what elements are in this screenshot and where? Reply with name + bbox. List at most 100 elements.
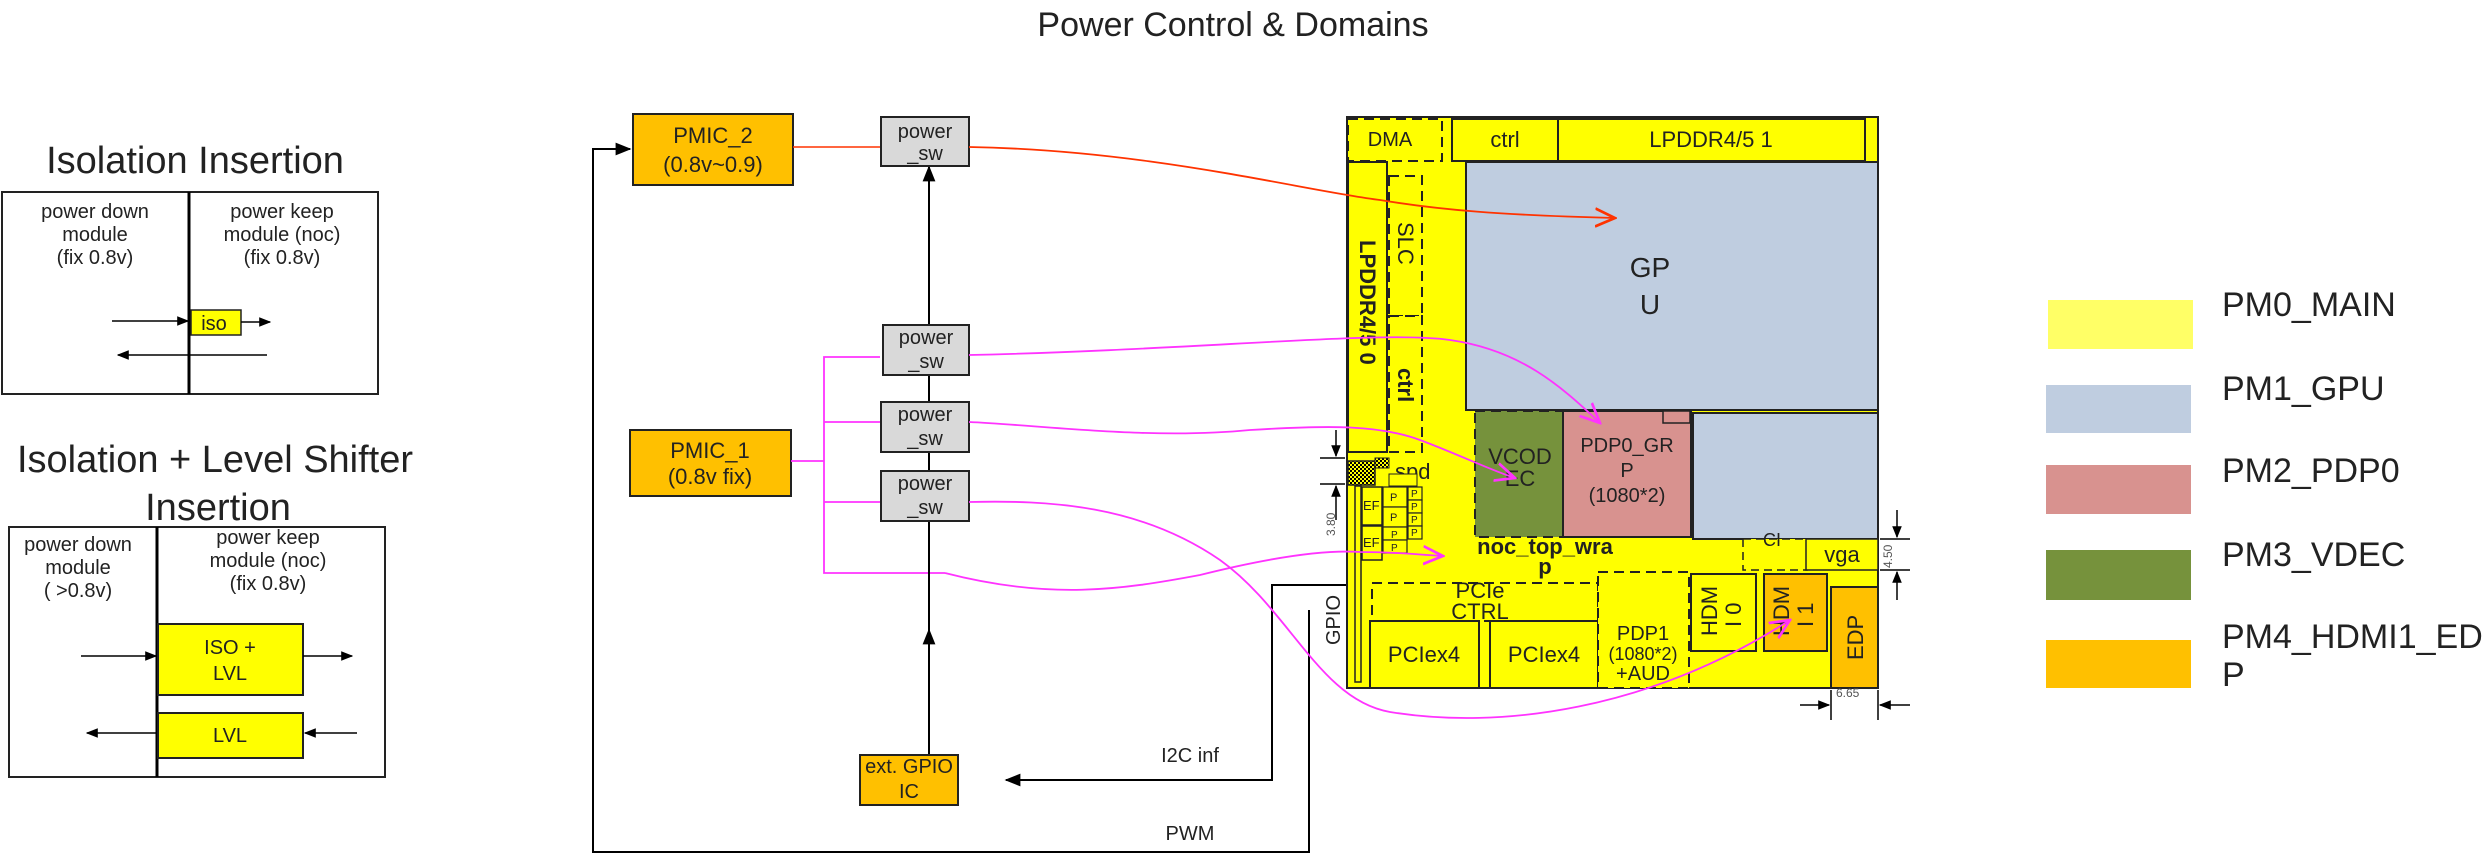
p-label: P — [1391, 543, 1398, 554]
vdec-block[interactable]: VCOD EC — [1474, 410, 1564, 538]
iso-level-shifter-panel: Isolation + Level Shifter Insertion powe… — [8, 439, 413, 778]
iso-lvl-title-1: Isolation + Level Shifter — [17, 439, 413, 481]
pciex4-label-2: PCIex4 — [1508, 642, 1580, 667]
pmic-2-block[interactable]: PMIC_2 (0.8v~0.9) — [632, 113, 794, 186]
ext-gpio-line-1: ext. GPIO — [865, 756, 953, 778]
hdmi1-block[interactable]: HDM I 1 — [1763, 573, 1828, 652]
vdec-line-2: EC — [1505, 466, 1536, 491]
power-sw-line-1: power — [898, 404, 953, 426]
pmic-1-voltage: (0.8v fix) — [668, 464, 752, 489]
slc-block[interactable] — [1388, 175, 1423, 317]
pmic-1-block[interactable]: PMIC_1 (0.8v fix) — [629, 429, 792, 497]
pmic-2-name: PMIC_2 — [673, 123, 752, 148]
iso-lvl-cell-line-1: ISO + — [204, 637, 256, 659]
iso-lvl-cell — [157, 623, 304, 696]
pcie-line-1: PCIe — [1456, 578, 1505, 603]
legend-label-pm1: PM1_GPU — [2222, 370, 2385, 408]
vga-label: vga — [1824, 542, 1860, 567]
legend-item-pm2: PM2_PDP0 — [2046, 452, 2400, 514]
pciex4-label-1: PCIex4 — [1388, 642, 1460, 667]
dma-block[interactable] — [1347, 118, 1443, 162]
pciex4-block-1[interactable] — [1369, 620, 1480, 689]
pdp1-block[interactable]: PDP1 (1080*2) +AUD — [1597, 571, 1690, 689]
hdmi1-line-2: I 1 — [1793, 603, 1818, 627]
noc-line-2: p — [1538, 554, 1551, 579]
legend-label-pm4-cont: P — [2222, 656, 2245, 694]
pdp0-line-3: (1080*2) — [1589, 485, 1666, 507]
ef-block-1[interactable] — [1361, 486, 1383, 526]
pmic-1-name: PMIC_1 — [670, 438, 749, 463]
iso-left-line-3: (fix 0.8v) — [57, 247, 134, 269]
ctrl-left-block[interactable] — [1388, 315, 1423, 453]
pdp0-block[interactable]: PDP0_GR P (1080*2) — [1562, 410, 1692, 538]
i2c-label: I2C inf — [1161, 745, 1219, 767]
gpu-block[interactable]: GP U — [1465, 161, 1879, 540]
chip-floorplan: GP U DMA ctrl LPDDR4/5 1 LPDDR4/5 0 SLC … — [1320, 116, 1910, 720]
power-sw-gpu[interactable]: power _sw — [882, 324, 970, 376]
pwm-label: PWM — [1166, 823, 1215, 845]
ext-gpio-line-2: IC — [899, 781, 919, 803]
ext-gpio-ic-block[interactable]: ext. GPIO IC — [859, 754, 959, 806]
power-sw-line-1: power — [898, 473, 953, 495]
legend-label-pm4: PM4_HDMI1_ED — [2222, 618, 2483, 656]
dim-380-label: 3.80 — [1324, 512, 1338, 536]
lpddr0-label: LPDDR4/5 0 — [1355, 240, 1380, 365]
lpddr1-block[interactable] — [1557, 118, 1866, 162]
legend-swatch-pm1 — [2046, 385, 2191, 433]
lvl-left-line-3: ( >0.8v) — [44, 580, 112, 602]
lvl-cell — [157, 712, 304, 759]
lvl-left-line-2: module — [45, 557, 111, 579]
lvl-left-line-1: power down — [24, 534, 132, 556]
legend-label-pm0: PM0_MAIN — [2222, 286, 2396, 324]
power-sw-pmic2[interactable]: power _sw — [880, 116, 970, 167]
pcie-ctrl-block[interactable]: PCIe CTRL — [1371, 578, 1599, 624]
slc-label: SLC — [1393, 222, 1418, 265]
vga-block[interactable] — [1805, 538, 1879, 571]
legend-swatch-pm2 — [2046, 465, 2191, 514]
iso-left-line-1: power down — [41, 201, 149, 223]
hdmi0-line-2: I 0 — [1721, 603, 1746, 627]
pcie-line-2: CTRL — [1451, 599, 1508, 624]
pmic-2-voltage: (0.8v~0.9) — [663, 152, 763, 177]
power-sw-pdp0[interactable]: power _sw — [880, 401, 970, 453]
pciex4-block-2[interactable] — [1489, 620, 1599, 689]
legend: PM0_MAIN PM1_GPU PM2_PDP0 PM3_VDEC PM4_H… — [2046, 286, 2483, 694]
lvl-right-line-2: module (noc) — [210, 550, 327, 572]
bus-to-noc-line — [944, 552, 1443, 591]
p-label: P — [1390, 512, 1397, 524]
iso-lvl-title-2: Insertion — [145, 487, 291, 529]
legend-swatch-pm3 — [2046, 550, 2191, 600]
iso-lvl-cell-line-2: LVL — [213, 663, 247, 685]
legend-label-pm2: PM2_PDP0 — [2222, 452, 2400, 490]
ef-label-2: EF — [1363, 535, 1380, 550]
lpddr0-block[interactable] — [1347, 161, 1388, 453]
p-label: P — [1411, 528, 1418, 539]
gpu-line-1: GP — [1630, 252, 1670, 283]
p-label: P — [1391, 530, 1398, 541]
pdp0-line-1: PDP0_GR — [1580, 435, 1673, 457]
lvl-cell-label: LVL — [213, 725, 247, 747]
p-cells: P P P P P P P P — [1382, 486, 1423, 554]
dimension-450 — [1880, 510, 1910, 600]
iso-left-line-2: module — [62, 224, 128, 246]
ef-label-1: EF — [1363, 498, 1380, 513]
p-label: P — [1411, 489, 1418, 500]
hdmi1-line-1: HDM — [1769, 586, 1794, 636]
ctrl-top-block[interactable] — [1451, 118, 1559, 162]
power-sw-line-2: _sw — [907, 351, 944, 373]
gpio-label: GPIO — [1323, 595, 1345, 645]
legend-item-pm4: PM4_HDMI1_ED P — [2046, 618, 2483, 694]
p-label: P — [1411, 515, 1418, 526]
iso-right-line-3: (fix 0.8v) — [244, 247, 321, 269]
pdp1-line-3: +AUD — [1616, 663, 1670, 685]
power-sw-vdec[interactable]: power _sw — [880, 470, 970, 522]
legend-item-pm0: PM0_MAIN — [2048, 286, 2396, 349]
pdp1-line-1: PDP1 — [1617, 623, 1669, 645]
power-sw-line-2: _sw — [906, 497, 943, 519]
sw-to-pdp0-line — [968, 336, 1600, 423]
edp-block[interactable]: EDP — [1830, 586, 1879, 689]
hdmi0-block[interactable]: HDM I 0 — [1690, 573, 1757, 652]
p-label: P — [1390, 492, 1397, 504]
ctrl-top-label: ctrl — [1490, 127, 1519, 152]
